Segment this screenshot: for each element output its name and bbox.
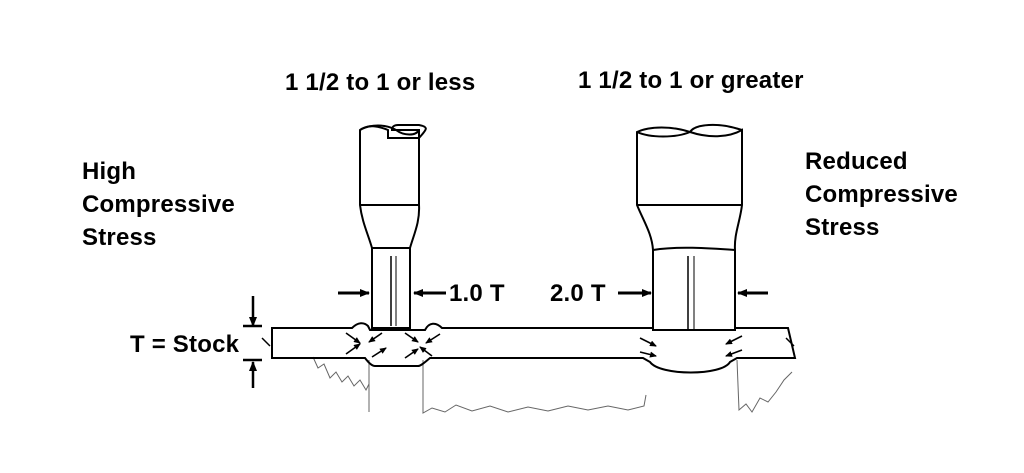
stock-thickness-arrows [243,296,262,388]
right-stress-label: Reduced Compressive Stress [805,145,958,244]
left-ratio-label: 1 1/2 to 1 or less [285,69,476,96]
left-stress-line-3: Stress [82,224,157,251]
right-stress-line-3: Stress [805,214,880,241]
stress-arrows-right [639,335,743,358]
stress-arrows-left [345,332,441,359]
right-stress-line-1: Reduced [805,148,908,175]
break-ticks [261,337,795,347]
material-fracture [312,356,793,414]
stock-label: T = Stock [130,331,240,358]
dimension-2t-label: 2.0 T [550,280,606,307]
dimension-1t-label: 1.0 T [449,280,505,307]
left-stress-line-1: High [82,158,137,185]
right-stress-line-2: Compressive [805,181,958,208]
left-stress-label: High Compressive Stress [82,155,235,254]
stock-plate [271,322,797,374]
right-ratio-label: 1 1/2 to 1 or greater [578,67,804,94]
left-stress-line-2: Compressive [82,191,235,218]
punch-wide [636,124,743,331]
punch-narrow [359,124,427,329]
